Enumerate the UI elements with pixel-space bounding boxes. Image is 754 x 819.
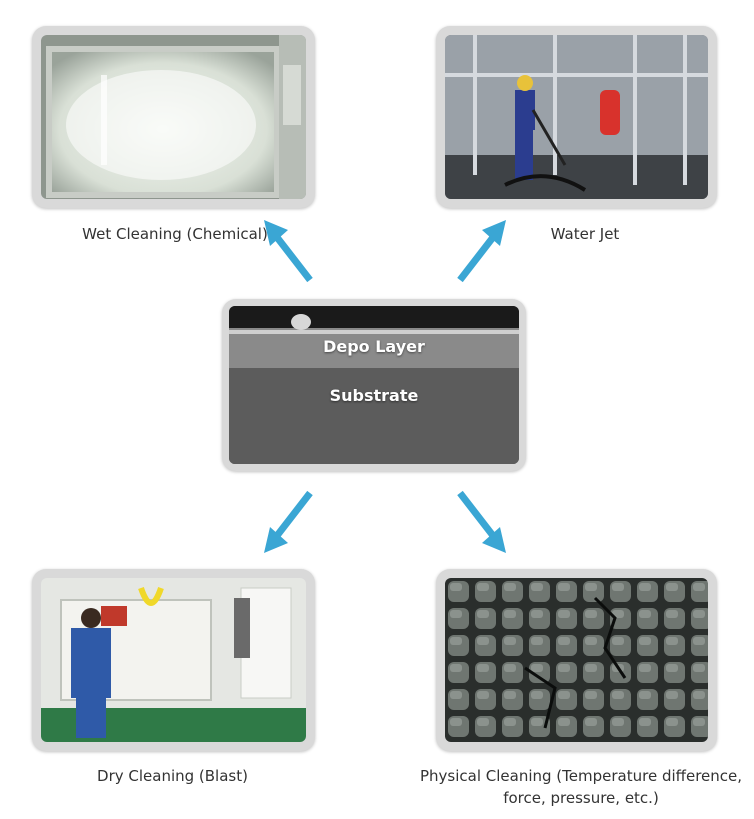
- dry-cleaning-photo-frame: [32, 569, 315, 751]
- arrow-to-dry-cleaning: [264, 490, 313, 553]
- physical-cleaning-caption: Physical Cleaning (Temperature differenc…: [418, 765, 744, 809]
- dry-cleaning-photo: [41, 578, 306, 742]
- dry-cleaning-caption: Dry Cleaning (Blast): [97, 767, 248, 785]
- arrow-to-wet-cleaning: [264, 220, 313, 283]
- wet-cleaning-photo-frame: [32, 26, 315, 208]
- arrow-to-physical-cleaning: [457, 490, 506, 553]
- wet-cleaning-photo: [41, 35, 306, 199]
- depo-layer-label: Depo Layer: [323, 337, 425, 356]
- arrow-to-water-jet: [457, 220, 506, 283]
- water-jet-caption: Water Jet: [550, 225, 620, 243]
- physical-cleaning-photo-frame: [436, 569, 717, 751]
- wet-cleaning-caption: Wet Cleaning (Chemical): [82, 225, 268, 243]
- cross-section-image: [229, 306, 519, 464]
- physical-cleaning-photo: [445, 578, 708, 742]
- cross-section-frame: Depo Layer Substrate: [222, 299, 526, 471]
- physical-cleaning-caption-line1: Physical Cleaning (Temperature differenc…: [419, 767, 743, 785]
- water-jet-photo: [445, 35, 708, 199]
- physical-cleaning-caption-line2: force, pressure, etc.): [503, 789, 659, 807]
- water-jet-photo-frame: [436, 26, 717, 208]
- substrate-label: Substrate: [329, 386, 419, 405]
